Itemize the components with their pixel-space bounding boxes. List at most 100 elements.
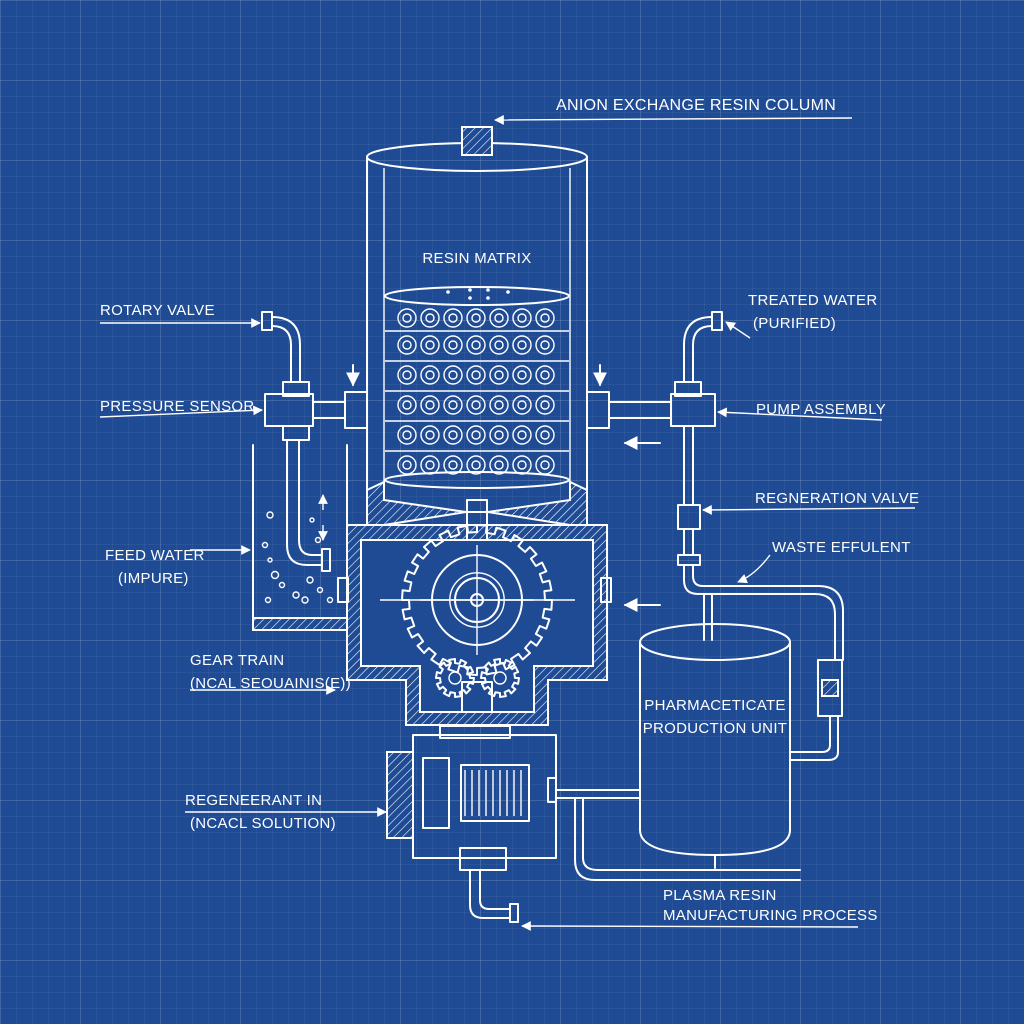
resin-bead xyxy=(512,455,532,475)
resin-bead-core xyxy=(425,370,435,380)
resin-bead xyxy=(420,425,440,445)
resin-bead xyxy=(443,365,463,385)
pressure-sensor-label: PRESSURE SENSOR xyxy=(100,398,255,415)
resin-bead xyxy=(466,455,486,475)
resin-bead xyxy=(397,308,417,328)
leader-lines xyxy=(99,115,916,931)
column-label: ANION EXCHANGE RESIN COLUMN xyxy=(556,97,837,114)
feed-water-tank xyxy=(252,439,348,631)
resin-bead xyxy=(489,425,509,445)
resin-bead-core xyxy=(448,430,458,440)
resin-bead xyxy=(489,335,509,355)
resin-bead-core xyxy=(471,370,481,380)
plasma-resin-label-line1: PLASMA RESIN xyxy=(663,887,777,904)
treated-water-label-line1: TREATED WATER xyxy=(748,292,878,309)
treated-water-label-line2: (PURIFIED) xyxy=(753,315,836,332)
treated-water-outlet xyxy=(683,311,723,383)
motor-cooling-fins xyxy=(464,770,522,816)
resin-bead-core xyxy=(471,400,481,410)
resin-bead-core xyxy=(425,400,435,410)
resin-bead-core xyxy=(494,370,504,380)
resin-bead xyxy=(420,365,440,385)
resin-bead xyxy=(466,365,486,385)
resin-bead-core xyxy=(402,460,412,470)
rotary-valve-label: ROTARY VALVE xyxy=(100,302,215,319)
rotary-valve xyxy=(261,311,301,383)
resin-matrix-label: RESIN MATRIX xyxy=(422,250,532,267)
resin-bead xyxy=(535,425,555,445)
plasma-resin-label-line2: MANUFACTURING PROCESS xyxy=(663,907,878,924)
resin-bead xyxy=(512,395,532,415)
resin-bead-core xyxy=(425,460,435,470)
resin-bead xyxy=(466,395,486,415)
pressure-sensor xyxy=(264,364,368,441)
gear-train-label-line2: (NCAL SEOUAINIS(E)) xyxy=(190,675,351,692)
resin-bead-core xyxy=(448,460,458,470)
bubble xyxy=(316,586,324,594)
gear xyxy=(480,658,520,698)
resin-bead xyxy=(489,455,509,475)
resin-bead-core xyxy=(517,370,527,380)
resin-bead-core xyxy=(448,370,458,380)
resin-bead-core xyxy=(425,313,435,323)
waste-effluent-label: WASTE EFFULENT xyxy=(772,539,911,556)
feed-water-label-line1: FEED WATER xyxy=(105,547,205,564)
bubble xyxy=(261,541,269,549)
resin-bead xyxy=(489,395,509,415)
resin-bead xyxy=(535,308,555,328)
bubble xyxy=(309,517,315,523)
resin-bead xyxy=(397,335,417,355)
resin-bead-core xyxy=(517,400,527,410)
resin-bead-core xyxy=(448,400,458,410)
feed-water-label-line2: (IMPURE) xyxy=(118,570,189,587)
resin-bead-core xyxy=(402,370,412,380)
resin-bead-core xyxy=(517,430,527,440)
resin-bead xyxy=(489,308,509,328)
main-shaft-center xyxy=(420,545,534,655)
resin-bead xyxy=(397,395,417,415)
bubble xyxy=(267,557,273,563)
feed-water-bubbles xyxy=(261,511,334,604)
production-unit-label-line1: PHARMACETICATE xyxy=(644,697,786,714)
resin-bead-core xyxy=(540,400,550,410)
resin-bead xyxy=(443,455,463,475)
resin-column xyxy=(366,126,588,526)
resin-bead xyxy=(397,455,417,475)
resin-bead xyxy=(512,335,532,355)
resin-bead-core xyxy=(494,400,504,410)
resin-matrix-trays xyxy=(384,286,570,489)
pump-assembly xyxy=(586,364,716,450)
resin-bead-core xyxy=(494,430,504,440)
resin-bead xyxy=(443,425,463,445)
resin-bead-core xyxy=(471,460,481,470)
resin-bead xyxy=(397,365,417,385)
regeneration-valve xyxy=(677,425,844,761)
resin-tray-bottom xyxy=(384,471,570,489)
resin-bead xyxy=(443,395,463,415)
resin-bead-core xyxy=(425,430,435,440)
resin-bead-core xyxy=(517,460,527,470)
resin-bead xyxy=(535,455,555,475)
production-unit-label-line2: PRODUCTION UNIT xyxy=(642,720,788,737)
bubble xyxy=(292,591,300,599)
resin-bead xyxy=(512,425,532,445)
resin-bead xyxy=(466,308,486,328)
resin-bead xyxy=(489,365,509,385)
resin-bead-core xyxy=(540,313,550,323)
resin-bead xyxy=(420,335,440,355)
resin-bead xyxy=(512,365,532,385)
drive-shaft xyxy=(461,681,493,713)
motor xyxy=(386,725,641,923)
resin-bead xyxy=(535,395,555,415)
resin-bead xyxy=(443,308,463,328)
resin-bead xyxy=(512,308,532,328)
resin-bead-core xyxy=(471,340,481,350)
resin-bead-core xyxy=(471,313,481,323)
resin-bead-core xyxy=(448,340,458,350)
regeneration-valve-label: REGNERATION VALVE xyxy=(755,490,920,507)
resin-bead-core xyxy=(471,430,481,440)
resin-bead-core xyxy=(402,313,412,323)
bubble xyxy=(266,511,274,519)
resin-bead xyxy=(420,308,440,328)
